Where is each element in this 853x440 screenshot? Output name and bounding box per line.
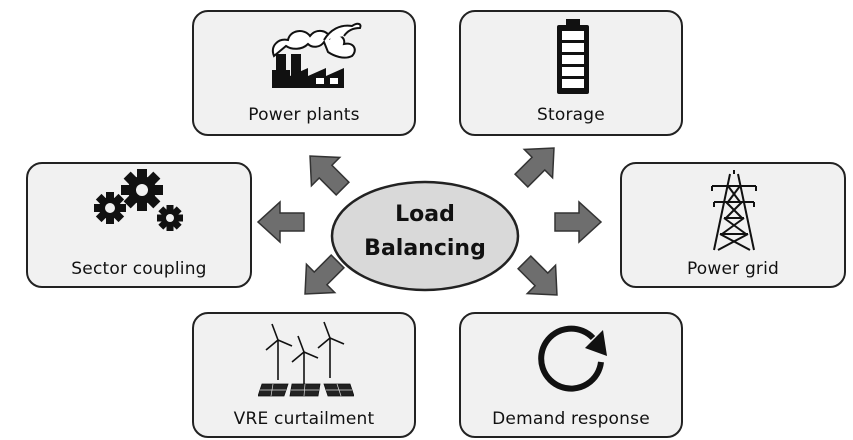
load-balancing-center: Load Balancing [330, 180, 520, 292]
vre-curtailment-label: VRE curtailment [233, 409, 375, 429]
vre-curtailment-box: VRE curtailment [192, 312, 416, 438]
power-grid-label: Power grid [686, 259, 780, 279]
sector-coupling-label: Sector coupling [71, 259, 207, 279]
gears-icon [94, 169, 183, 231]
demand-response-box: Demand response [459, 312, 683, 438]
center-title-line2: Balancing [364, 236, 486, 261]
arrow-to-sector-coupling [257, 201, 305, 243]
cycle-arrow-icon [538, 325, 607, 392]
storage-box: Storage [459, 10, 683, 136]
wind-solar-icon [258, 321, 354, 397]
battery-icon [557, 19, 589, 94]
arrow-to-power-grid [554, 201, 602, 243]
center-ellipse [330, 180, 520, 292]
power-grid-box: Power grid [620, 162, 846, 288]
power-plant-icon [272, 22, 362, 88]
center-title-line1: Load [395, 202, 455, 227]
power-plants-label: Power plants [248, 105, 360, 125]
sector-coupling-box: Sector coupling [26, 162, 252, 288]
transmission-tower-icon [711, 170, 757, 251]
power-plants-box: Power plants [192, 10, 416, 136]
demand-response-label: Demand response [492, 409, 650, 429]
storage-label: Storage [537, 105, 605, 125]
